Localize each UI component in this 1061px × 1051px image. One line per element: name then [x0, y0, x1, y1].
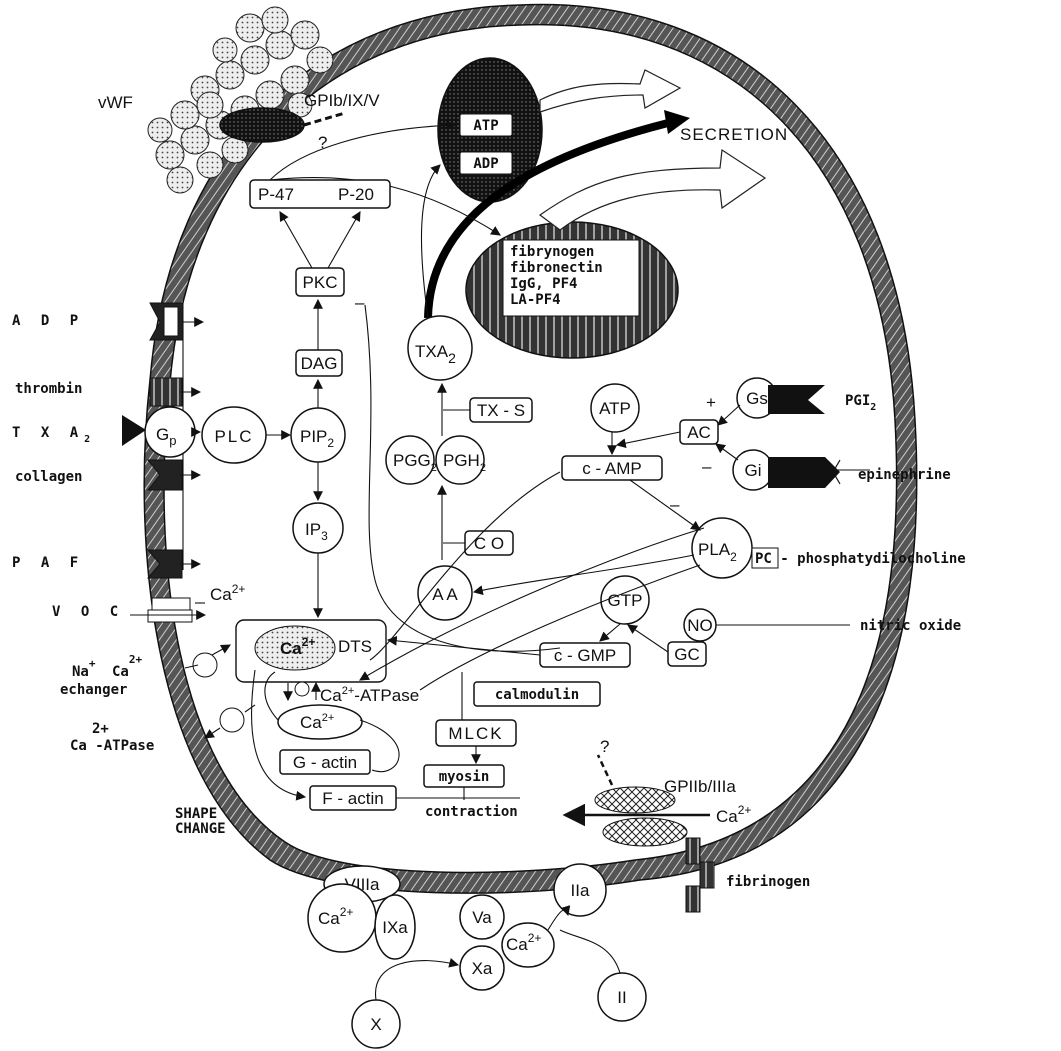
cgmp-label: c - GMP	[554, 646, 616, 665]
txa2-ligand-label: T X A2	[12, 425, 96, 445]
dense-atp-label: ATP	[473, 118, 498, 134]
gp-node	[145, 407, 195, 457]
plc-label: PLC	[214, 427, 253, 446]
adp-label: A D P	[12, 313, 84, 329]
gi-label: Gi	[745, 461, 762, 480]
myosin-label: myosin	[439, 769, 490, 785]
epinephrine-receptor	[768, 457, 870, 488]
no-label: NO	[687, 616, 713, 635]
vwf-label: vWF	[98, 93, 133, 112]
phosphatidylcholine-label: PC - phosphatydilocholine	[755, 551, 966, 567]
ixa-label: IXa	[382, 918, 408, 937]
contraction-ca-label: Ca2+	[716, 803, 751, 826]
nitric-oxide-label: nitric oxide	[860, 618, 961, 634]
txa2-receptor	[122, 415, 146, 446]
tx-synthase-label: TX - S	[477, 401, 525, 420]
ca-atpase-pump-label: Ca -ATPase	[70, 738, 154, 754]
arachidonic-acid-label: A A	[432, 585, 458, 604]
dag-label: DAG	[301, 354, 338, 373]
calmodulin-label: calmodulin	[495, 687, 579, 703]
thrombin-receptor	[150, 378, 182, 406]
mlck-label: MLCK	[448, 724, 503, 743]
alpha-content-2: fibronectin	[510, 260, 603, 276]
gpib-receptor	[220, 108, 304, 142]
voc-channel	[148, 598, 192, 622]
ca-atpase-label: Ca2+-ATPase	[320, 685, 419, 705]
pgi2-receptor	[768, 385, 825, 414]
alpha-content-3: IgG, PF4	[510, 276, 577, 292]
atpase-sup: 2+	[92, 721, 109, 737]
adp-receptor	[150, 303, 183, 340]
shape-change-label-1: SHAPE	[175, 806, 217, 822]
pkc-label: PKC	[303, 273, 338, 292]
xa-label: Xa	[472, 959, 493, 978]
f-actin-label: F - actin	[322, 789, 383, 808]
exchanger-ca-label: Ca2+	[112, 653, 142, 680]
secretion-label: SECRETION	[680, 125, 788, 144]
collagen-label: collagen	[15, 469, 82, 485]
camp-minus: –	[670, 495, 680, 514]
camp-atp-label: ATP	[599, 399, 631, 418]
alpha-granule: fibrynogen fibronectin IgG, PF4 LA-PF4	[466, 222, 678, 358]
gpiib-label: GPIIb/IIIa	[664, 777, 736, 796]
iia-label: IIa	[571, 881, 590, 900]
dense-adp-label: ADP	[473, 156, 498, 172]
shape-change-label-2: CHANGE	[175, 821, 226, 837]
pkc-minus: –	[355, 293, 365, 312]
gi-minus: –	[702, 457, 712, 476]
alpha-content-4: LA-PF4	[510, 292, 561, 308]
guanylyl-cyclase-label: GC	[674, 645, 700, 664]
va-label: Va	[472, 908, 492, 927]
adenylyl-cyclase-label: AC	[687, 423, 711, 442]
ca-atpase-pump	[205, 705, 255, 738]
factor-ii-label: II	[617, 988, 626, 1007]
p20-label: P-20	[338, 185, 374, 204]
na-ca-exchanger	[185, 645, 230, 677]
dts-label: DTS	[338, 637, 372, 656]
thrombin-label: thrombin	[15, 381, 82, 397]
p47-label: P-47	[258, 185, 294, 204]
gpib-label: GPIb/IX/V	[304, 91, 380, 110]
pgi2-label: PGI2	[845, 393, 876, 413]
voc-ca-label: Ca2+	[210, 582, 245, 604]
voc-label: V O C	[52, 604, 124, 620]
g-actin-label: G - actin	[293, 753, 357, 772]
gtp-label: GTP	[608, 591, 643, 610]
paf-label: P A F	[12, 555, 84, 571]
gs-label: Gs	[746, 389, 768, 408]
epinephrine-label: epinephrine	[858, 467, 951, 483]
fibrinogen-label: fibrinogen	[726, 874, 810, 890]
na-label: Na+	[72, 657, 96, 680]
contraction-label: contraction	[425, 804, 518, 820]
exchanger-label: echanger	[60, 682, 127, 698]
camp-label: c - AMP	[582, 459, 642, 478]
gpiib-question-mark: ?	[600, 737, 609, 756]
gs-plus: +	[706, 393, 716, 412]
factor-x-label: X	[370, 1015, 381, 1034]
alpha-content-1: fibrynogen	[510, 244, 594, 260]
